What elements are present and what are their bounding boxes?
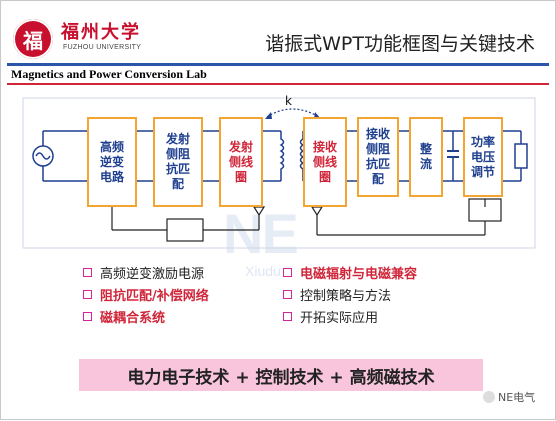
brand-icon [483,391,495,403]
block-rx-coil: 接收 侧线 圈 [303,117,347,207]
tx-controller-box [166,218,204,242]
tx-antenna-icon [252,206,266,217]
lab-name: Magnetics and Power Conversion Lab [11,67,207,81]
header-rule-blue [7,63,549,66]
block-power-voltage-regulation: 功率 电压 调节 [463,117,503,197]
block-rx-impedance-matching: 接收 侧阻 抗匹 配 [357,117,399,197]
university-name-cn: 福州大学 [61,22,141,43]
block-rx-impedance-matching-label: 接收 侧阻 抗匹 配 [365,127,390,186]
list-item: 高频逆变激励电源 [83,263,204,282]
summary-banner: 电力电子技术 + 控制技术 + 高频磁技术 [79,359,483,391]
university-name-en: FUZHOU UNIVERSITY [63,44,142,51]
bullet-square-icon [283,290,292,299]
header-rule-red [7,83,549,85]
block-rx-coil-label: 接收 侧线 圈 [312,139,337,184]
rx-coil-symbol [299,131,305,181]
bullet-square-icon [83,268,92,277]
list-item: 控制策略与方法 [283,285,391,304]
load-resistor-icon [514,143,528,169]
tx-coil-symbol [279,131,285,181]
university-logo: 福 [13,19,53,59]
block-power-voltage-regulation-label: 功率 电压 调节 [470,134,495,179]
bullet-square-icon [83,312,92,321]
ac-sine-wave [35,152,51,160]
list-item: 开拓实际应用 [283,307,378,326]
slide-title: 谐振式WPT功能框图与关键技术 [265,33,535,55]
rx-antenna-icon [310,206,324,217]
logo-char: 福 [23,28,43,53]
list-item: 电磁辐射与电磁兼容 [283,263,417,282]
block-tx-coil: 发射 侧线 圈 [219,117,263,207]
block-rectifier-label: 整 流 [419,142,432,171]
brand-name: NE电气 [498,391,536,404]
coupling-arc [266,108,320,118]
coupling-k-label: k [285,94,292,108]
block-inverter-label: 高频 逆变 电路 [99,139,124,184]
bullet-square-icon [283,312,292,321]
block-inverter: 高频 逆变 电路 [87,117,137,207]
list-item: 磁耦合系统 [83,307,165,326]
watermark-text: Xiudu [245,263,281,279]
control-lines [111,199,486,236]
bullet-square-icon [83,290,92,299]
block-tx-impedance-matching: 发射 侧阻 抗匹 配 [153,117,203,207]
bullet-square-icon [283,268,292,277]
list-item: 阻抗匹配/补偿网络 [83,285,209,304]
block-rectifier: 整 流 [409,117,443,197]
block-tx-impedance-matching-label: 发射 侧阻 抗匹 配 [165,132,190,191]
brand-watermark: NE电气 [483,389,535,405]
coupling-arrow-left [265,112,272,119]
block-tx-coil-label: 发射 侧线 圈 [228,139,253,184]
bus-wires [137,130,521,182]
diagram-frame [22,97,536,249]
